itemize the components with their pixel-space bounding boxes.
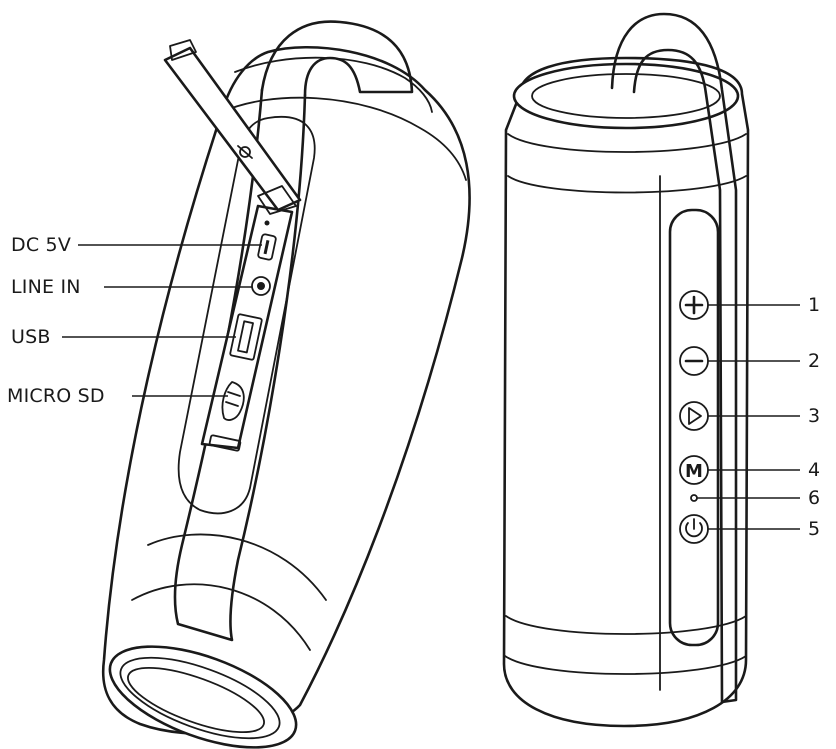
right-speaker: M xyxy=(504,14,748,726)
callout-lines xyxy=(62,245,800,529)
plus-icon xyxy=(686,297,702,313)
mode-button[interactable]: M xyxy=(680,456,708,484)
callout-number-1: 1 xyxy=(808,296,820,315)
left-speaker-body xyxy=(103,47,469,734)
mode-icon: M xyxy=(685,461,703,482)
power-icon xyxy=(686,519,702,536)
play-icon xyxy=(689,408,701,424)
label-linein: LINE IN xyxy=(11,278,81,297)
callout-number-3: 3 xyxy=(808,407,820,426)
left-carry-strap xyxy=(262,22,412,95)
left-speaker xyxy=(97,22,469,749)
plus-button[interactable] xyxy=(680,291,708,319)
callout-number-6: 6 xyxy=(808,489,820,508)
callout-number-4: 4 xyxy=(808,461,820,480)
power-button[interactable] xyxy=(680,515,708,543)
right-speaker-body xyxy=(504,58,748,726)
label-usb: USB xyxy=(11,328,51,347)
minus-button[interactable] xyxy=(680,347,708,375)
port-panel xyxy=(202,206,292,448)
play-button[interactable] xyxy=(680,402,708,430)
label-microsd: MICRO SD xyxy=(7,387,105,406)
label-dc5v: DC 5V xyxy=(11,236,71,255)
led-indicator-icon xyxy=(691,495,697,501)
callout-number-5: 5 xyxy=(808,520,820,539)
callout-number-2: 2 xyxy=(808,352,820,371)
control-panel xyxy=(670,210,718,645)
